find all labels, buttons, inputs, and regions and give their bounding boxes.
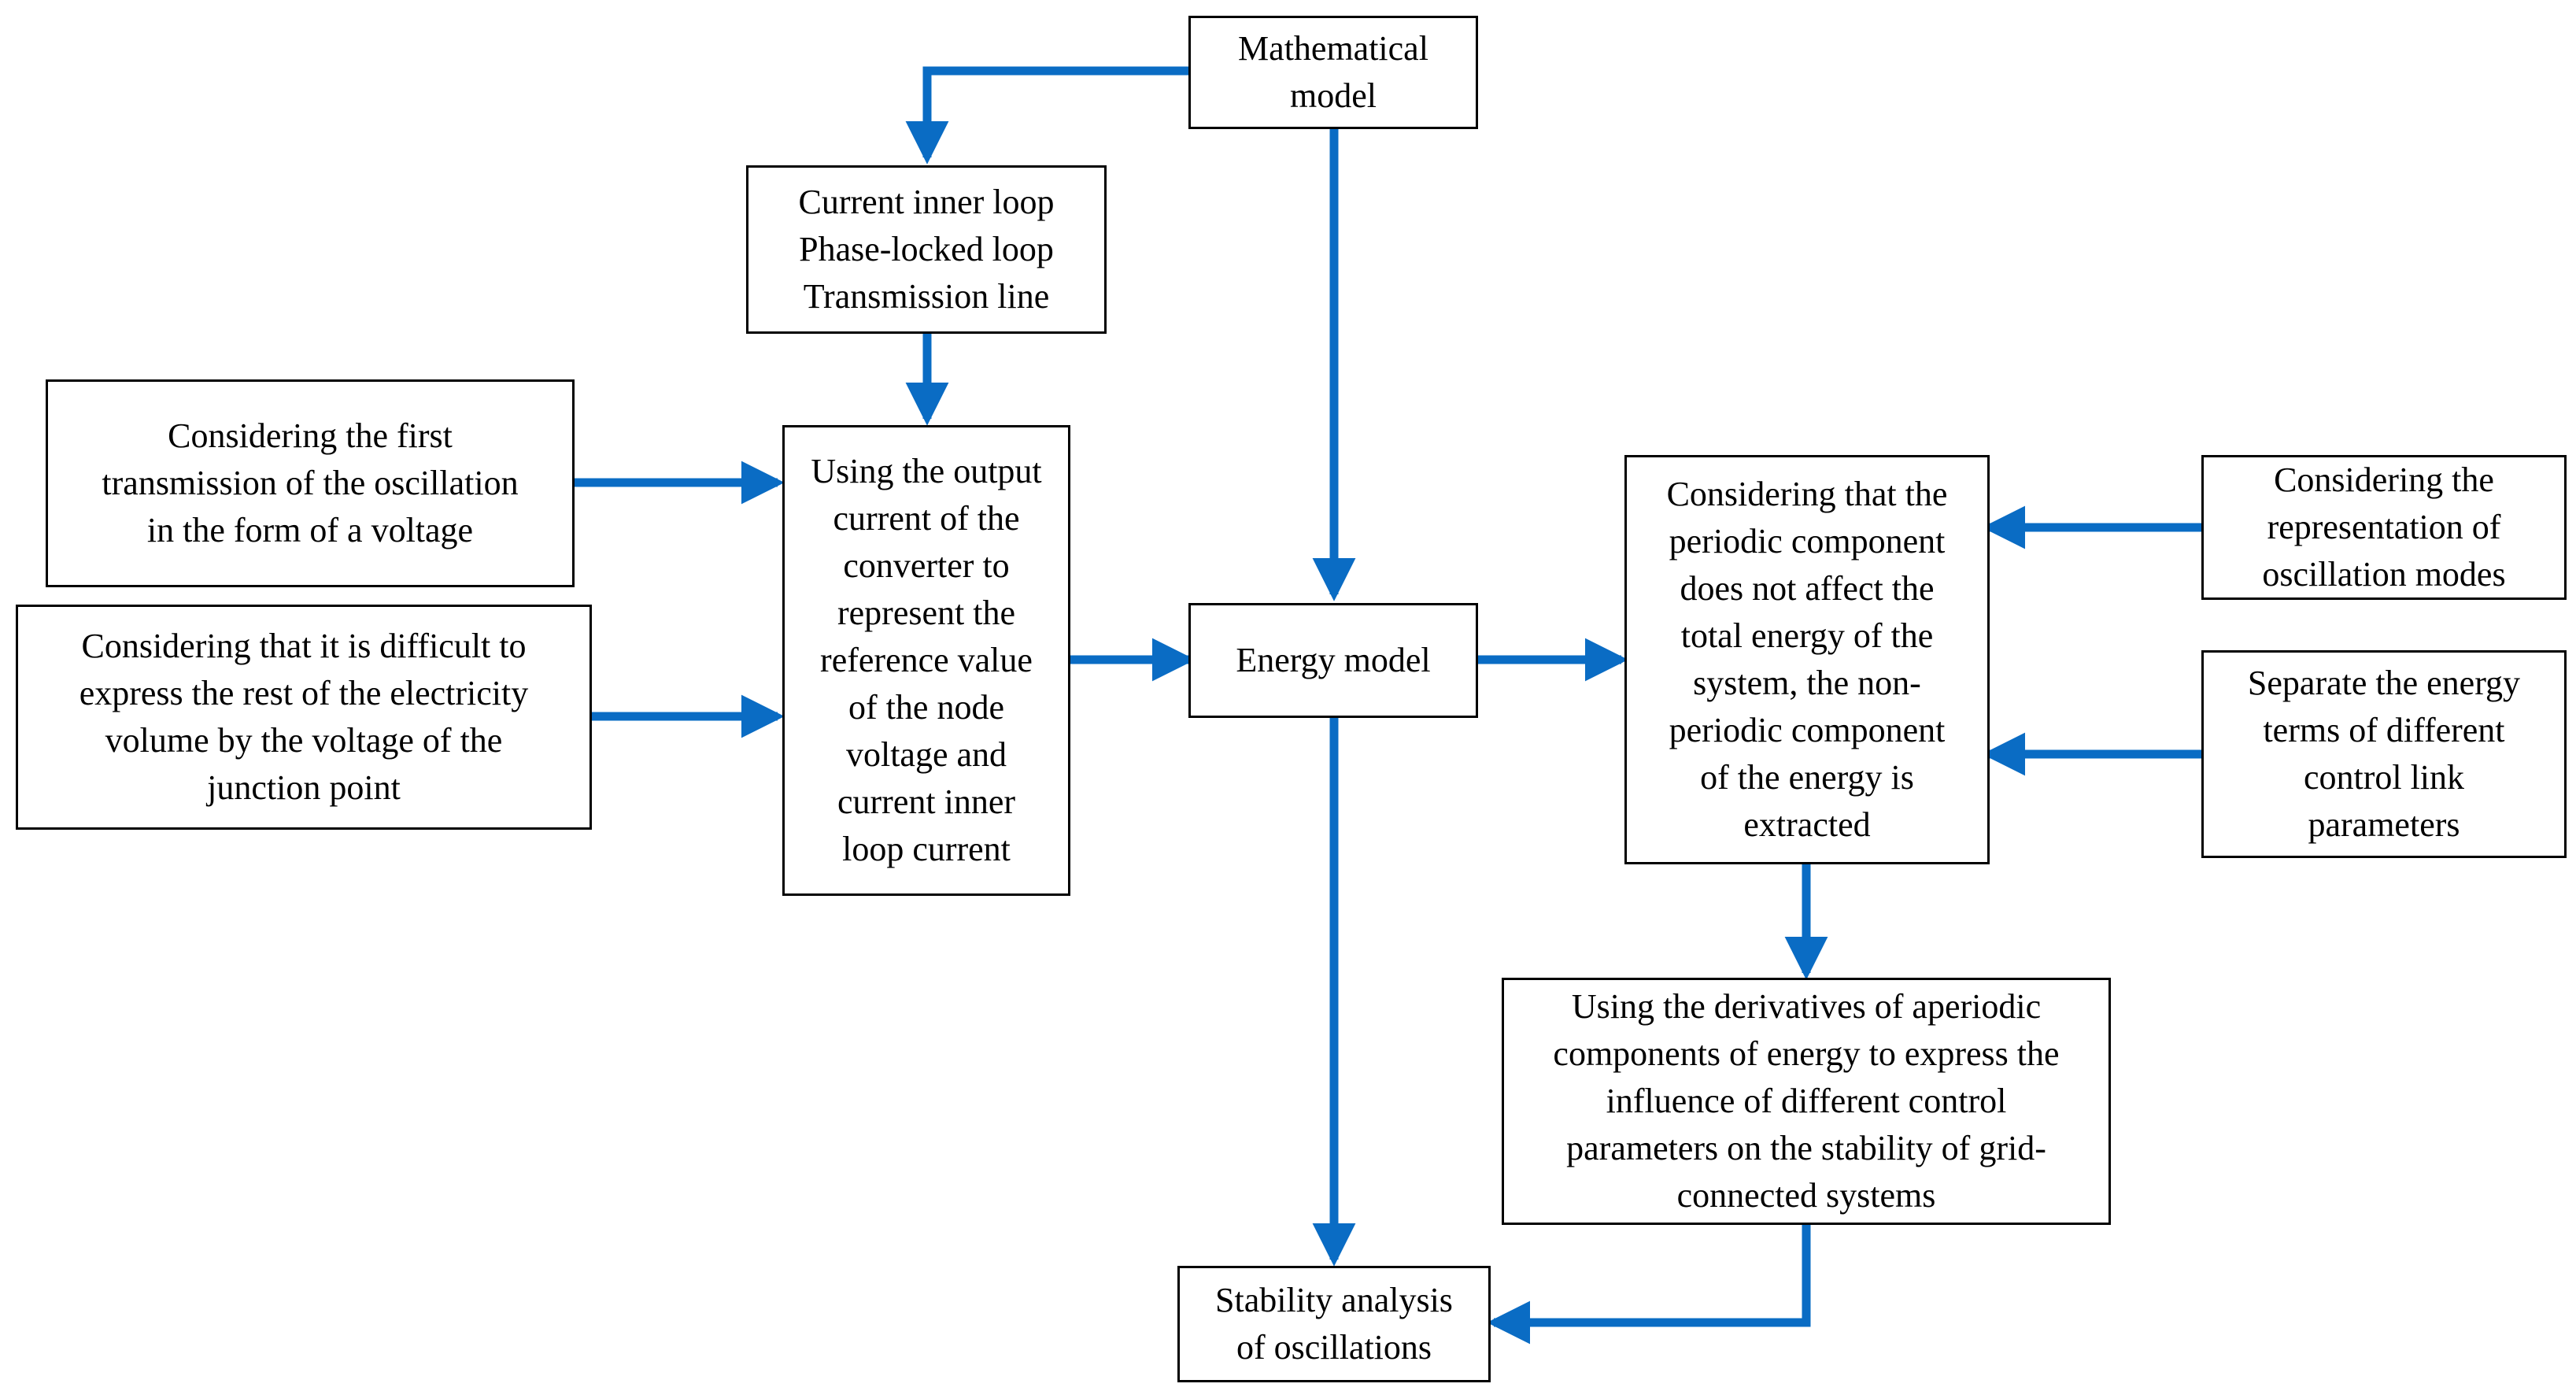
box-text-line: model bbox=[1290, 76, 1377, 115]
box-text-line: connected systems bbox=[1676, 1176, 1936, 1215]
box-text-line: current inner bbox=[837, 782, 1015, 821]
box-text-line: of oscillations bbox=[1236, 1328, 1432, 1367]
box-text-line: current of the bbox=[833, 499, 1020, 538]
box-text-line: Transmission line bbox=[803, 277, 1050, 316]
box-text-line: periodic component bbox=[1669, 522, 1946, 560]
box-text-line: voltage and bbox=[845, 735, 1007, 774]
box-text-line: junction point bbox=[207, 768, 401, 807]
arrow-aperiodic-derivatives-to-stability-analysis bbox=[1487, 1223, 1811, 1345]
box-text-line: Stability analysis bbox=[1215, 1281, 1453, 1319]
box-text-line: Considering the first bbox=[168, 416, 453, 455]
box-text-line: Considering that it is difficult to bbox=[81, 627, 527, 665]
box-text-line: Considering that the bbox=[1666, 475, 1948, 513]
box-text-line: parameters on the stability of grid- bbox=[1566, 1129, 2046, 1167]
box-text-line: parameters bbox=[2308, 805, 2460, 844]
box-text-line: terms of different bbox=[2263, 711, 2505, 749]
box-text-line: periodic component bbox=[1669, 711, 1946, 749]
box-text-line: Considering the bbox=[2274, 461, 2494, 499]
box-text-line: reference value bbox=[820, 641, 1033, 679]
box-text-line: Mathematical bbox=[1238, 29, 1428, 68]
box-text-line: Using the output bbox=[811, 452, 1042, 490]
box-text-line: extracted bbox=[1743, 805, 1871, 844]
box-text-line: control link bbox=[2303, 758, 2465, 797]
box-text-line: Separate the energy bbox=[2247, 664, 2521, 702]
box-text-line: of the energy is bbox=[1700, 758, 1914, 797]
arrow-math-model-to-control-loops bbox=[905, 66, 1188, 165]
box-text-line: volume by the voltage of the bbox=[105, 721, 503, 760]
box-text-line: Using the derivatives of aperiodic bbox=[1571, 987, 2042, 1026]
box-text-line: express the rest of the electricity bbox=[79, 674, 529, 712]
box-text-line: loop current bbox=[842, 830, 1011, 868]
oscillation-modes-box: Considering the representation of oscillat… bbox=[2201, 455, 2567, 600]
box-text-line: representation of bbox=[2267, 508, 2501, 546]
box-text-line: of the node bbox=[848, 688, 1004, 727]
box-text-line: influence of different control bbox=[1606, 1082, 2007, 1120]
box-text-line: Current inner loop bbox=[798, 183, 1055, 221]
energy-model-box: Energy model bbox=[1188, 603, 1478, 718]
aperiodic-derivatives-box: Using the derivatives of aperiodic compon… bbox=[1502, 978, 2111, 1225]
junction-voltage-box: Considering that it is difficult to expre… bbox=[16, 605, 592, 830]
box-text-line: represent the bbox=[837, 594, 1015, 632]
box-text-line: Energy model bbox=[1236, 641, 1431, 679]
output-current-box: Using the output current of the converter … bbox=[782, 425, 1070, 896]
box-text-line: does not affect the bbox=[1680, 569, 1935, 608]
separate-energy-terms-box: Separate the energy terms of different con… bbox=[2201, 650, 2567, 858]
stability-analysis-box: Stability analysis of oscillations bbox=[1177, 1266, 1491, 1382]
box-text-line: system, the non- bbox=[1693, 664, 1921, 702]
voltage-transmission-box: Considering the first transmission of the… bbox=[46, 379, 575, 587]
mathematical-model-box: Mathematical model bbox=[1188, 16, 1478, 129]
box-text-line: converter to bbox=[843, 546, 1010, 585]
box-text-line: oscillation modes bbox=[2262, 555, 2506, 594]
box-text-line: Phase-locked loop bbox=[799, 230, 1054, 268]
periodic-component-box: Considering that the periodic component do… bbox=[1624, 455, 1990, 864]
box-text-line: total energy of the bbox=[1680, 616, 1934, 655]
box-text-line: components of energy to express the bbox=[1553, 1034, 2060, 1073]
box-text-line: in the form of a voltage bbox=[146, 511, 474, 549]
box-text-line: transmission of the oscillation bbox=[102, 464, 519, 502]
